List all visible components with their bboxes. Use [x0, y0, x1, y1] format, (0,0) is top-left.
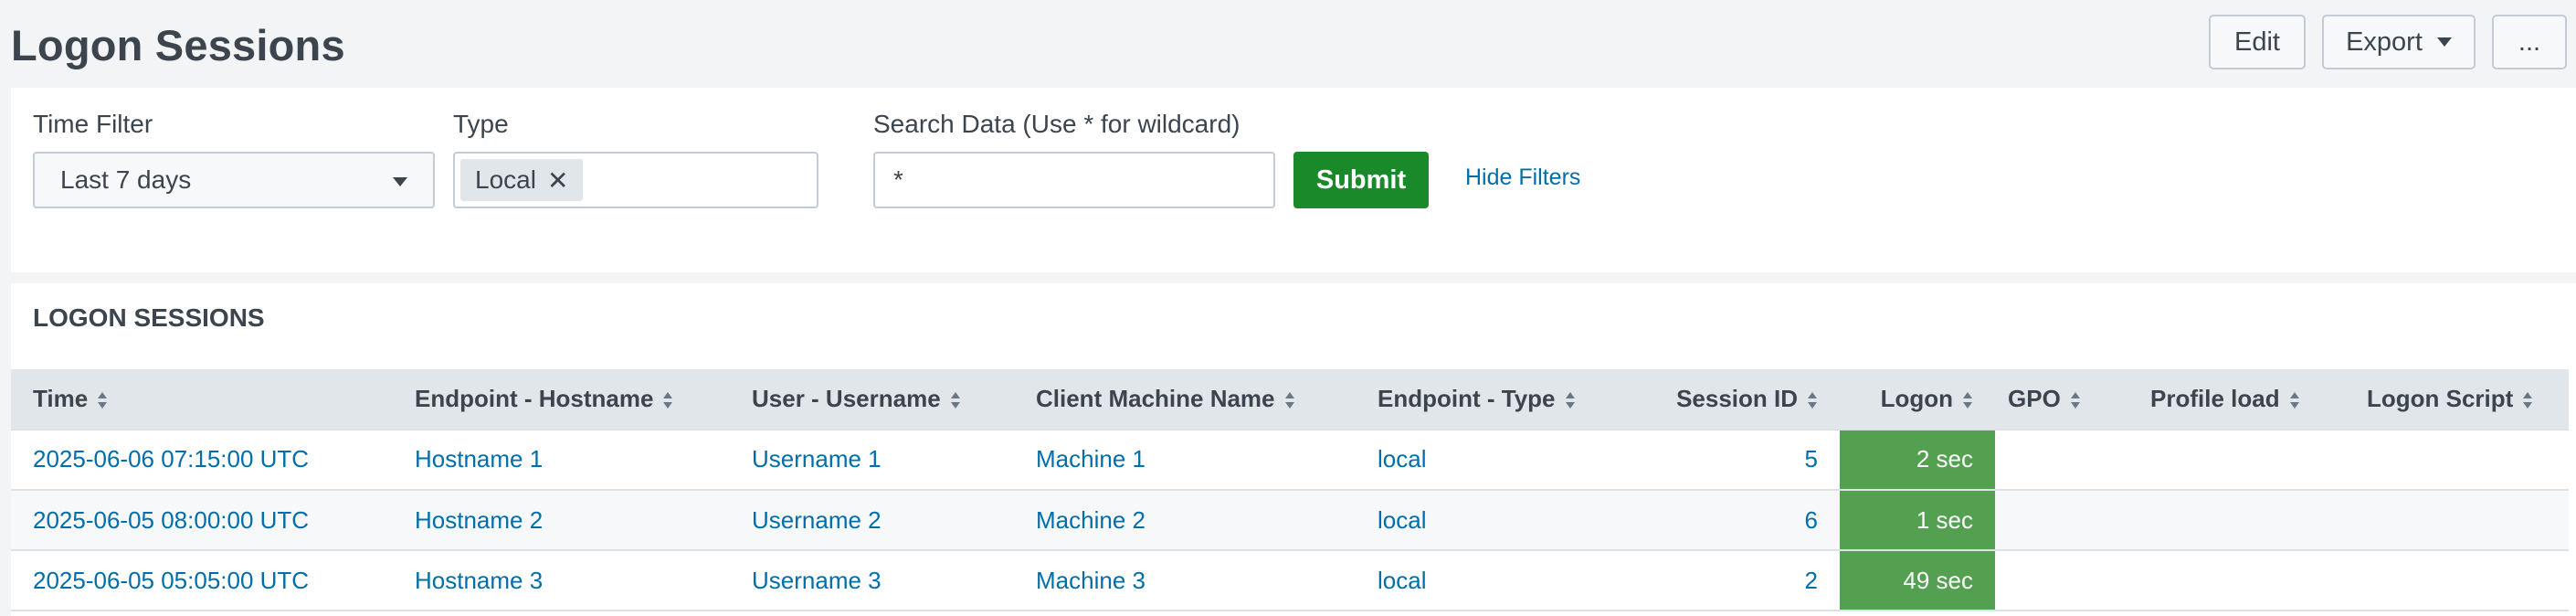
cell-endpoint-type[interactable]: local: [1356, 430, 1610, 491]
sort-icon[interactable]: [2070, 391, 2081, 409]
cell-hostname[interactable]: Hostname 3: [393, 550, 730, 611]
time-filter-value: Last 7 days: [60, 165, 192, 194]
sort-icon[interactable]: [1962, 391, 1973, 409]
type-tag: Local ✕: [460, 159, 584, 201]
cell-logon-script: [2345, 490, 2569, 551]
table-row[interactable]: 2025-06-05 08:00:00 UTC Hostname 2 Usern…: [11, 490, 2569, 551]
column-header-user-username[interactable]: User - Username: [730, 369, 1014, 430]
submit-button-label: Submit: [1315, 165, 1407, 195]
remove-tag-icon[interactable]: ✕: [546, 165, 569, 195]
column-header-label: Profile load: [2150, 385, 2280, 413]
cell-username[interactable]: Username 2: [730, 490, 1014, 551]
cell-profile-load: [2128, 550, 2345, 611]
cell-client-machine[interactable]: Machine 3: [1014, 550, 1356, 611]
column-header-logon-script[interactable]: Logon Script: [2345, 369, 2569, 430]
sort-icon[interactable]: [1807, 391, 1818, 409]
edit-button-label: Edit: [2234, 27, 2280, 57]
cell-time[interactable]: 2025-06-05 05:05:00 UTC: [11, 550, 393, 611]
type-filter-label: Type: [453, 110, 509, 138]
submit-button[interactable]: Submit: [1293, 152, 1429, 208]
caret-down-icon: [2436, 37, 2452, 47]
sessions-table: Time Endpoint - Hostname User - Username…: [11, 369, 2569, 611]
cell-time[interactable]: 2025-06-06 07:15:00 UTC: [11, 430, 393, 491]
time-filter-dropdown[interactable]: Last 7 days: [33, 152, 435, 208]
more-actions-button[interactable]: ...: [2492, 15, 2567, 69]
column-header-profile-load[interactable]: Profile load: [2128, 369, 2345, 430]
cell-endpoint-type[interactable]: local: [1356, 490, 1610, 551]
cell-hostname[interactable]: Hostname 1: [393, 430, 730, 491]
table-row[interactable]: 2025-06-06 07:15:00 UTC Hostname 1 Usern…: [11, 430, 2569, 491]
cell-session-id[interactable]: 5: [1610, 430, 1840, 491]
column-header-label: Logon Script: [2367, 385, 2514, 413]
cell-session-id[interactable]: 2: [1610, 550, 1840, 611]
sort-icon[interactable]: [1284, 391, 1295, 409]
column-header-time[interactable]: Time: [11, 369, 393, 430]
column-header-label: User - Username: [752, 385, 941, 413]
column-header-label: Endpoint - Type: [1378, 385, 1556, 413]
cell-gpo: [1995, 490, 2128, 551]
page-title: Logon Sessions: [11, 21, 345, 69]
filter-panel: Time Filter Last 7 days Type Local ✕ Sea…: [11, 88, 2576, 272]
caret-down-icon: [393, 177, 407, 186]
sort-icon[interactable]: [2289, 391, 2300, 409]
cell-profile-load: [2128, 490, 2345, 551]
export-button-label: Export: [2346, 27, 2423, 57]
column-header-gpo[interactable]: GPO: [1995, 369, 2128, 430]
column-header-label: Time: [33, 385, 89, 413]
cell-gpo: [1995, 430, 2128, 491]
cell-endpoint-type[interactable]: local: [1356, 550, 1610, 611]
table-header-row: Time Endpoint - Hostname User - Username…: [11, 369, 2569, 430]
more-actions-label: ...: [2518, 27, 2541, 57]
sort-icon[interactable]: [2522, 391, 2533, 409]
logon-sessions-panel: LOGON SESSIONS Time Endpoint - Hostname …: [11, 283, 2576, 616]
cell-username[interactable]: Username 1: [730, 430, 1014, 491]
hide-filters-link[interactable]: Hide Filters: [1465, 165, 1581, 190]
time-filter-label: Time Filter: [33, 110, 153, 138]
cell-logon[interactable]: 1 sec: [1840, 490, 1995, 551]
cell-logon[interactable]: 49 sec: [1840, 550, 1995, 611]
cell-logon[interactable]: 2 sec: [1840, 430, 1995, 491]
sort-icon[interactable]: [950, 391, 961, 409]
type-multiselect[interactable]: Local ✕: [453, 152, 818, 208]
column-header-client-machine-name[interactable]: Client Machine Name: [1014, 369, 1356, 430]
cell-hostname[interactable]: Hostname 2: [393, 490, 730, 551]
type-tag-label: Local: [475, 165, 536, 194]
search-input[interactable]: *: [873, 152, 1275, 208]
sort-icon[interactable]: [97, 391, 108, 409]
column-header-endpoint-type[interactable]: Endpoint - Type: [1356, 369, 1610, 430]
column-header-logon[interactable]: Logon: [1840, 369, 1995, 430]
cell-time[interactable]: 2025-06-05 08:00:00 UTC: [11, 490, 393, 551]
export-button[interactable]: Export: [2322, 15, 2476, 69]
edit-button[interactable]: Edit: [2209, 15, 2306, 69]
sort-icon[interactable]: [662, 391, 673, 409]
section-title: LOGON SESSIONS: [33, 303, 265, 332]
table-row[interactable]: 2025-06-05 05:05:00 UTC Hostname 3 Usern…: [11, 550, 2569, 611]
column-header-label: Client Machine Name: [1036, 385, 1275, 413]
column-header-session-id[interactable]: Session ID: [1610, 369, 1840, 430]
cell-profile-load: [2128, 430, 2345, 491]
cell-username[interactable]: Username 3: [730, 550, 1014, 611]
search-input-value: *: [893, 165, 903, 194]
search-label: Search Data (Use * for wildcard): [873, 110, 1240, 138]
cell-client-machine[interactable]: Machine 2: [1014, 490, 1356, 551]
cell-client-machine[interactable]: Machine 1: [1014, 430, 1356, 491]
sort-icon[interactable]: [1565, 391, 1576, 409]
cell-gpo: [1995, 550, 2128, 611]
column-header-label: Endpoint - Hostname: [415, 385, 654, 413]
cell-session-id[interactable]: 6: [1610, 490, 1840, 551]
column-header-label: Logon: [1880, 385, 1953, 413]
column-header-endpoint-hostname[interactable]: Endpoint - Hostname: [393, 369, 730, 430]
cell-logon-script: [2345, 430, 2569, 491]
column-header-label: Session ID: [1676, 385, 1798, 413]
cell-logon-script: [2345, 550, 2569, 611]
column-header-label: GPO: [2008, 385, 2061, 413]
